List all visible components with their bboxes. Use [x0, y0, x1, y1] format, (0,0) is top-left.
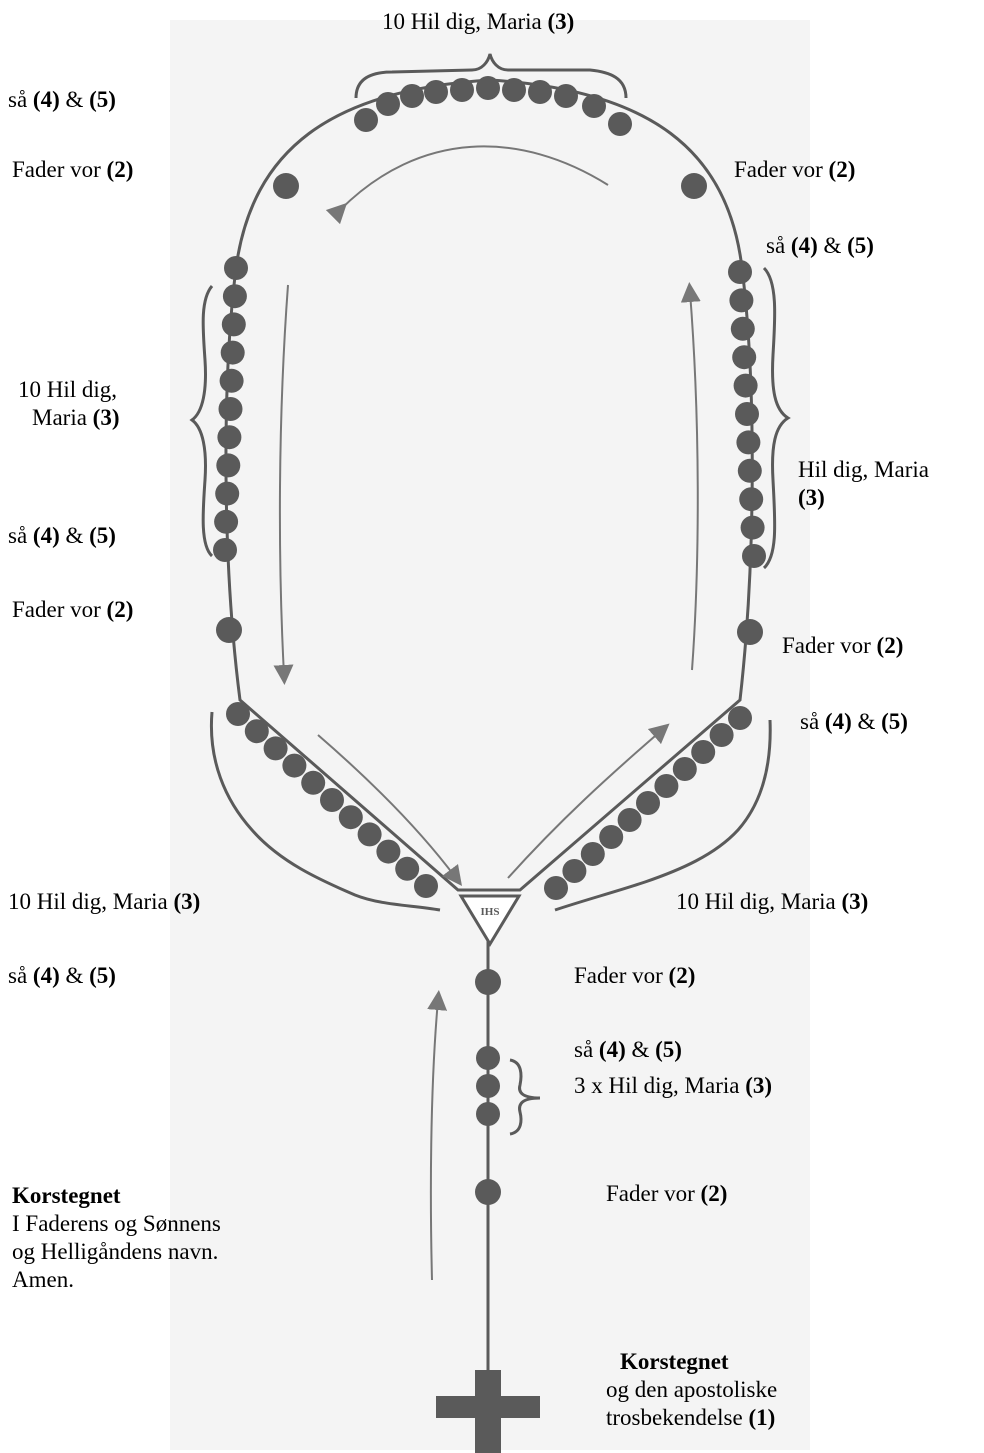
- our-father-bead: [475, 1179, 501, 1205]
- hail-mary-bead: [220, 369, 244, 393]
- hail-mary-bead: [400, 84, 424, 108]
- hail-mary-bead: [414, 874, 438, 898]
- hail-mary-bead: [476, 1074, 500, 1098]
- label-topleft-saa: så (4) & (5): [8, 86, 116, 114]
- hail-mary-bead: [339, 805, 363, 829]
- hail-mary-bead: [608, 112, 632, 136]
- label-stem-hail: 3 x Hil dig, Maria (3): [574, 1072, 772, 1100]
- label-stem-fader-1: Fader vor (2): [574, 962, 695, 990]
- hail-mary-bead: [301, 771, 325, 795]
- cross-horizontal: [436, 1396, 540, 1418]
- hail-mary-bead: [502, 78, 526, 102]
- hail-mary-bead: [728, 260, 752, 284]
- hail-mary-bead: [222, 312, 246, 336]
- hail-mary-bead: [223, 284, 247, 308]
- label-bottomleft-saa: så (4) & (5): [8, 962, 116, 990]
- our-father-bead: [737, 619, 763, 645]
- hail-mary-bead: [476, 1046, 500, 1070]
- hail-mary-bead: [731, 317, 755, 341]
- hail-mary-bead: [264, 736, 288, 760]
- hail-mary-bead: [217, 425, 241, 449]
- hail-mary-bead: [618, 808, 642, 832]
- our-father-bead: [273, 173, 299, 199]
- hail-mary-bead: [424, 80, 448, 104]
- hail-mary-bead: [738, 459, 762, 483]
- hail-mary-bead: [741, 516, 765, 540]
- hail-mary-bead: [450, 78, 474, 102]
- hail-mary-bead: [354, 108, 378, 132]
- our-father-bead: [475, 969, 501, 995]
- label-korstegnet-left: Korstegnet I Faderens og Sønnens og Hell…: [12, 1182, 221, 1294]
- hail-mary-bead: [734, 374, 758, 398]
- hail-mary-bead: [728, 706, 752, 730]
- hail-mary-bead: [735, 402, 759, 426]
- label-right-hail: Hil dig, Maria (3): [798, 456, 929, 512]
- label-topright-fader: Fader vor (2): [734, 156, 855, 184]
- hail-mary-bead: [599, 825, 623, 849]
- label-left-hail: 10 Hil dig, Maria (3): [18, 376, 120, 432]
- hail-mary-bead: [376, 840, 400, 864]
- hail-mary-bead: [562, 859, 586, 883]
- label-right-fader: Fader vor (2): [782, 632, 903, 660]
- label-topleft-fader: Fader vor (2): [12, 156, 133, 184]
- hail-mary-bead: [245, 719, 269, 743]
- hail-mary-bead: [691, 740, 715, 764]
- medallion-label: IHS: [481, 906, 500, 918]
- label-right-saa: så (4) & (5): [800, 708, 908, 736]
- hail-mary-bead: [376, 92, 400, 116]
- hail-mary-bead: [395, 857, 419, 881]
- hail-mary-bead: [554, 84, 578, 108]
- label-stem-fader-2: Fader vor (2): [606, 1180, 727, 1208]
- hail-mary-bead: [732, 345, 756, 369]
- hail-mary-bead: [544, 876, 568, 900]
- our-father-bead: [216, 617, 242, 643]
- label-bottomleft-hail: 10 Hil dig, Maria (3): [8, 888, 200, 916]
- hail-mary-bead: [226, 702, 250, 726]
- our-father-bead: [681, 173, 707, 199]
- hail-mary-bead: [736, 430, 760, 454]
- hail-mary-bead: [221, 341, 245, 365]
- hail-mary-bead: [729, 288, 753, 312]
- hail-mary-bead: [215, 482, 239, 506]
- label-topright-saa: så (4) & (5): [766, 232, 874, 260]
- label-stem-saa: så (4) & (5): [574, 1036, 682, 1064]
- label-korstegnet-right: Korstegnet og den apostoliske trosbekend…: [606, 1348, 777, 1432]
- hail-mary-bead: [476, 76, 500, 100]
- hail-mary-bead: [582, 94, 606, 118]
- hail-mary-bead: [320, 788, 344, 812]
- hail-mary-bead: [224, 256, 248, 280]
- hail-mary-bead: [358, 822, 382, 846]
- hail-mary-bead: [673, 757, 697, 781]
- hail-mary-bead: [476, 1102, 500, 1126]
- label-bottomright-hail: 10 Hil dig, Maria (3): [676, 888, 868, 916]
- hail-mary-bead: [654, 774, 678, 798]
- label-left-saa: så (4) & (5): [8, 522, 116, 550]
- hail-mary-bead: [219, 397, 243, 421]
- hail-mary-bead: [282, 754, 306, 778]
- hail-mary-bead: [528, 80, 552, 104]
- hail-mary-bead: [636, 791, 660, 815]
- hail-mary-bead: [742, 544, 766, 568]
- hail-mary-bead: [214, 510, 238, 534]
- label-left-fader: Fader vor (2): [12, 596, 133, 624]
- label-top-hail: 10 Hil dig, Maria (3): [382, 8, 574, 36]
- hail-mary-bead: [710, 723, 734, 747]
- hail-mary-bead: [581, 842, 605, 866]
- hail-mary-bead: [213, 538, 237, 562]
- hail-mary-bead: [739, 487, 763, 511]
- hail-mary-bead: [216, 453, 240, 477]
